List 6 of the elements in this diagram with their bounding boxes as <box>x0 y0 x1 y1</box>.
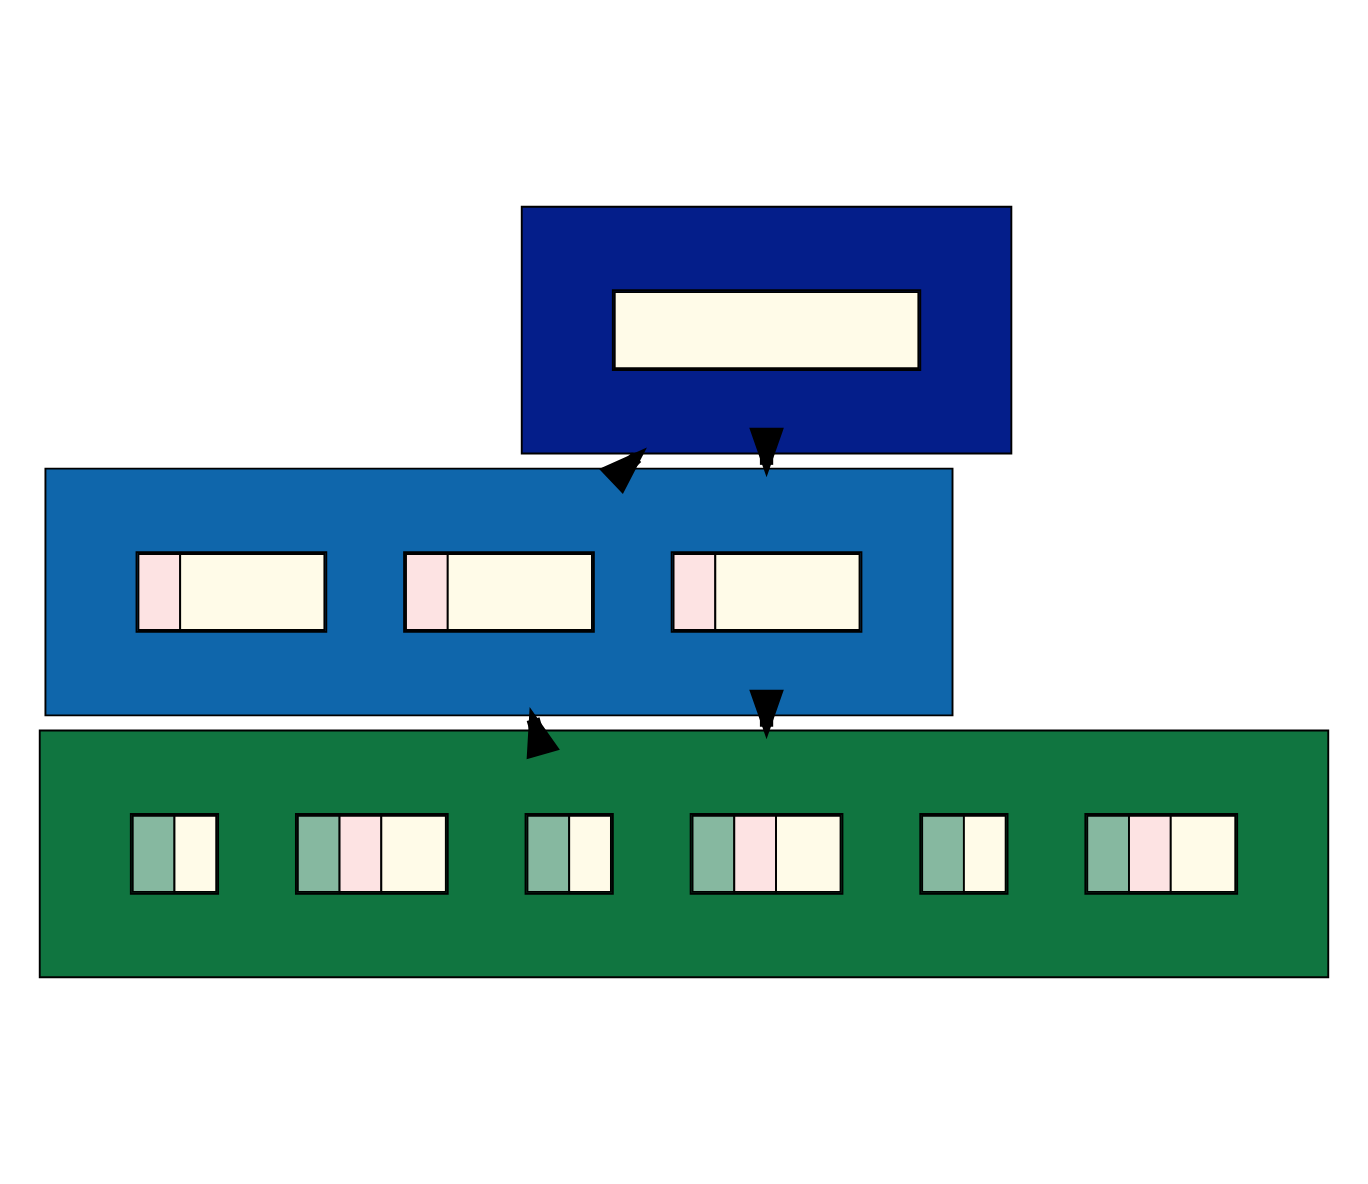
arrow <box>749 689 784 740</box>
arrow <box>749 427 784 478</box>
cluster <box>44 467 954 717</box>
cluster <box>38 729 1330 979</box>
arrow <box>599 447 647 495</box>
cluster <box>520 205 1013 455</box>
